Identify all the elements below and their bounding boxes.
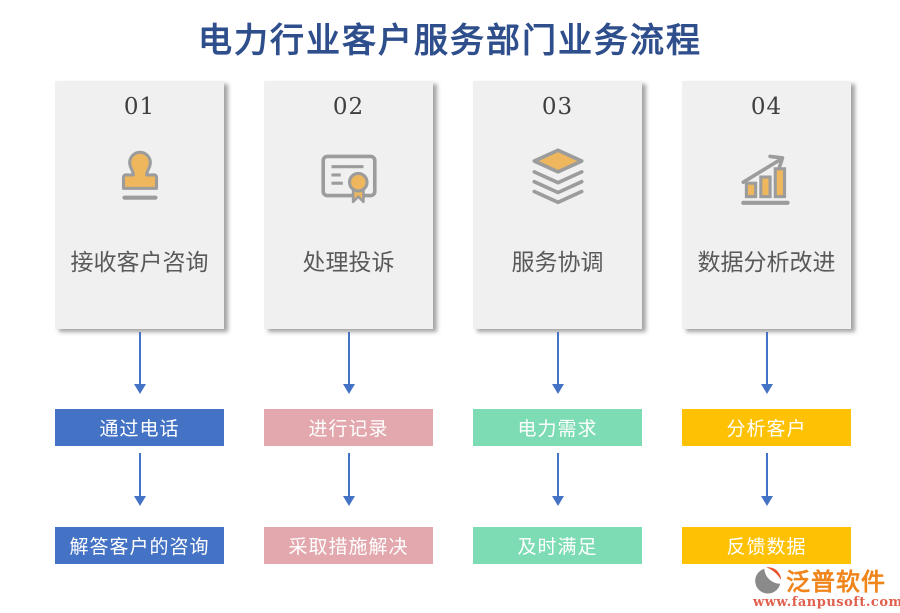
step-box-2a: 进行记录 [264,409,433,446]
layers-icon [525,143,591,209]
step-label: 服务协调 [511,250,604,276]
step-label: 数据分析改进 [697,250,836,276]
certificate-icon [316,143,382,209]
step-box-1a: 通过电话 [55,409,224,446]
brand-name: 泛普软件 [786,567,886,596]
down-arrow-icon [551,329,564,409]
flow-column-handle-complaint: 02 处理投诉 进行记录 采取措施解决 [264,81,433,564]
step-number: 01 [123,94,156,120]
fanpu-logo: 泛普软件 www.fanpusoft.com [753,562,900,610]
page-title: 电力行业客户服务部门业务流程 [198,21,702,61]
step-card-2: 02 处理投诉 [264,81,433,329]
step-box-4b: 反馈数据 [682,527,851,564]
down-arrow-icon [760,329,773,409]
step-card-1: 01 接收客户咨询 [55,81,224,329]
flow-columns: 01 接收客户咨询 通过电话 解答客户的咨询 02 [55,81,851,564]
step-number: 04 [750,94,783,120]
fanpu-logo-icon [753,565,783,595]
down-arrow-icon [133,446,146,527]
step-box-2b: 采取措施解决 [264,527,433,564]
down-arrow-icon [551,446,564,527]
down-arrow-icon [760,446,773,527]
step-number: 03 [541,94,574,120]
step-label: 处理投诉 [302,250,395,276]
flow-column-data-analysis: 04 数据分析改进 分析客户 反馈数据 [682,81,851,564]
flow-column-service-coordination: 03 服务协调 电力需求 及时满足 [473,81,642,564]
step-box-1b: 解答客户的咨询 [55,527,224,564]
step-box-3b: 及时满足 [473,527,642,564]
bar-chart-icon [734,143,800,209]
brand-url: www.fanpusoft.com [753,595,900,610]
stamp-icon [107,143,173,209]
down-arrow-icon [342,446,355,527]
down-arrow-icon [133,329,146,409]
down-arrow-icon [342,329,355,409]
step-number: 02 [332,94,365,120]
step-card-4: 04 数据分析改进 [682,81,851,329]
flow-column-receive-consult: 01 接收客户咨询 通过电话 解答客户的咨询 [55,81,224,564]
step-box-3a: 电力需求 [473,409,642,446]
step-label: 接收客户咨询 [70,250,209,276]
step-box-4a: 分析客户 [682,409,851,446]
step-card-3: 03 服务协调 [473,81,642,329]
